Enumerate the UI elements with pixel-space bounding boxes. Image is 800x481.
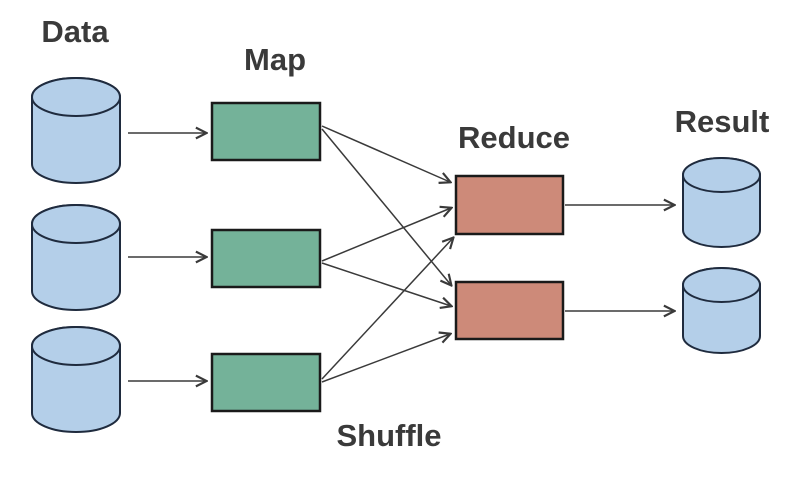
arrow-map1-reduce1	[321, 125, 450, 182]
label-data: Data	[41, 14, 109, 49]
result-cylinder-2	[682, 267, 761, 354]
label-map: Map	[244, 42, 306, 77]
data-cylinder-2	[31, 204, 121, 311]
arrow-map3-reduce1	[321, 238, 453, 380]
map-box-2	[210, 228, 322, 289]
data-cylinder-3	[31, 326, 121, 433]
result-cylinder-1	[682, 157, 761, 248]
label-shuffle: Shuffle	[336, 418, 441, 453]
map-box-3	[210, 352, 322, 413]
label-reduce: Reduce	[458, 120, 570, 155]
map-box-1	[210, 101, 322, 162]
label-result: Result	[675, 104, 770, 139]
reduce-box-1	[454, 174, 565, 236]
arrow-map2-reduce1	[321, 208, 451, 262]
arrow-map1-reduce2	[321, 128, 451, 285]
arrow-map3-reduce2	[321, 334, 450, 383]
data-cylinder-1	[31, 77, 121, 184]
arrow-map2-reduce2	[321, 262, 451, 306]
reduce-box-2	[454, 280, 565, 341]
